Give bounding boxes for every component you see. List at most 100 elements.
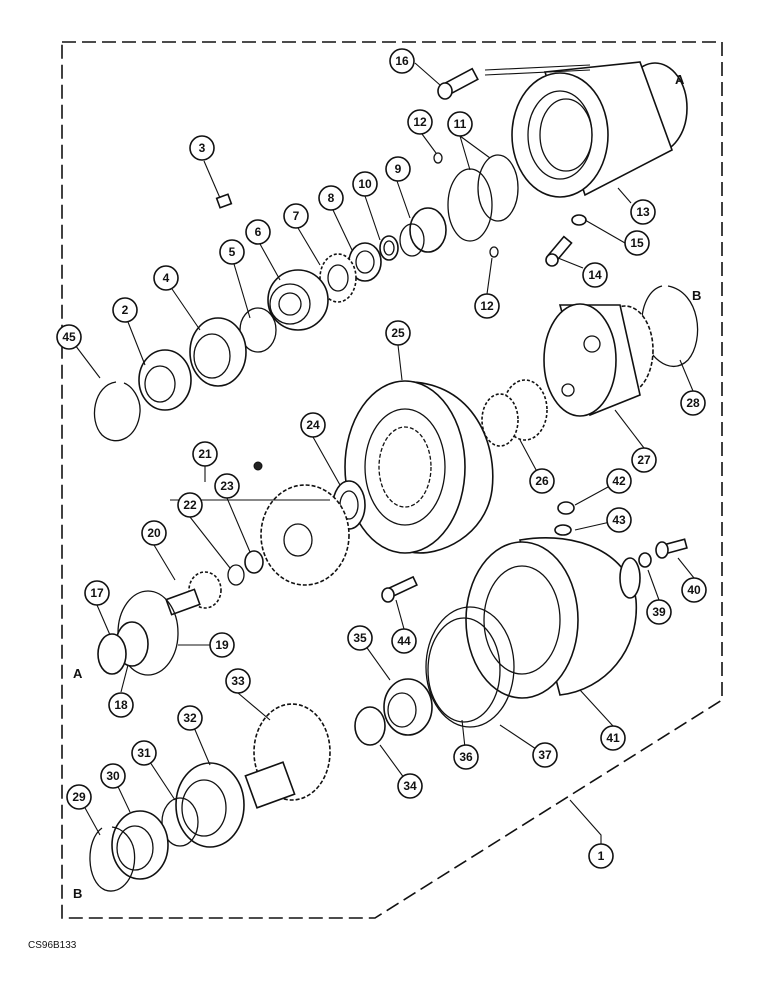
part-29-snap-ring (89, 826, 136, 892)
callout-35: 35 (347, 625, 373, 651)
part-12-ring-bottom (489, 246, 499, 258)
part-13-housing (511, 61, 688, 198)
svg-text:45: 45 (62, 330, 76, 344)
callout-36: 36 (453, 744, 479, 770)
callout-3: 3 (189, 135, 215, 161)
callout-29: 29 (66, 784, 92, 810)
callout-8: 8 (318, 185, 344, 211)
svg-text:42: 42 (612, 474, 626, 488)
part-21-carrier-assembly (253, 461, 350, 586)
part-42-plug (557, 501, 575, 515)
part-44-bolt (381, 575, 418, 603)
svg-text:18: 18 (114, 698, 128, 712)
callout-11: 11 (447, 111, 473, 137)
callout-9: 9 (385, 156, 411, 182)
part-40-bolt (655, 538, 688, 559)
svg-text:44: 44 (397, 634, 411, 648)
callout-37: 37 (532, 742, 558, 768)
callout-27: 27 (631, 447, 657, 473)
callout-24: 24 (300, 412, 326, 438)
svg-text:43: 43 (612, 513, 626, 527)
callout-17: 17 (84, 580, 110, 606)
svg-text:28: 28 (686, 396, 700, 410)
svg-text:22: 22 (183, 498, 197, 512)
letter-b-left: B (73, 886, 82, 901)
part-26-gear (481, 379, 548, 447)
part-37-seal (425, 606, 515, 728)
callout-2: 2 (112, 297, 138, 323)
svg-text:14: 14 (588, 268, 602, 282)
callout-18: 18 (108, 692, 134, 718)
svg-text:12: 12 (413, 115, 427, 129)
svg-text:7: 7 (293, 209, 300, 223)
callout-12-top: 12 (407, 109, 433, 135)
svg-text:20: 20 (147, 526, 161, 540)
part-34-ring (354, 706, 386, 746)
part-11-o-rings (447, 154, 519, 242)
callout-19: 19 (209, 632, 235, 658)
callout-33: 33 (225, 668, 251, 694)
part-35-bearing (383, 678, 433, 736)
part-27-carrier (543, 303, 654, 417)
part-10-ring (379, 235, 399, 261)
svg-text:34: 34 (403, 779, 417, 793)
part-14-screw (545, 235, 573, 267)
callout-32: 32 (177, 705, 203, 731)
svg-text:31: 31 (137, 746, 151, 760)
callout-31: 31 (131, 740, 157, 766)
callout-21: 21 (192, 441, 218, 467)
callout-42: 42 (606, 468, 632, 494)
svg-text:24: 24 (306, 418, 320, 432)
reference-code: CS96B133 (28, 940, 77, 951)
svg-text:9: 9 (395, 162, 402, 176)
part-36-seal (427, 617, 501, 723)
svg-text:36: 36 (459, 750, 473, 764)
callout-44: 44 (391, 628, 417, 654)
svg-text:30: 30 (106, 769, 120, 783)
callout-22: 22 (177, 492, 203, 518)
callout-20: 20 (141, 520, 167, 546)
svg-text:37: 37 (538, 748, 552, 762)
part-31-ring (161, 797, 199, 847)
svg-text:12: 12 (480, 299, 494, 313)
callout-16: 16 (389, 48, 415, 74)
callout-40: 40 (681, 577, 707, 603)
callout-25: 25 (385, 320, 411, 346)
svg-text:1: 1 (598, 849, 605, 863)
callout-43: 43 (606, 507, 632, 533)
callout-10: 10 (352, 171, 378, 197)
callout-4: 4 (153, 265, 179, 291)
part-43-washer (554, 524, 572, 536)
callout-14: 14 (582, 262, 608, 288)
part-12-ring-top (433, 152, 443, 164)
part-32-bearing (175, 762, 245, 848)
part-25-ring-gear (344, 380, 494, 554)
part-33-gear-shaft (244, 703, 331, 809)
part-4-bearing (189, 317, 247, 387)
part-2-bearing (138, 349, 192, 411)
svg-text:13: 13 (636, 205, 650, 219)
part-15-washer (571, 214, 587, 226)
callout-1: 1 (588, 843, 614, 869)
svg-text:41: 41 (606, 731, 620, 745)
callout-5: 5 (219, 239, 245, 265)
svg-text:2: 2 (122, 303, 129, 317)
part-28-snap-ring (641, 285, 699, 367)
svg-text:33: 33 (231, 674, 245, 688)
part-20-pinion (165, 571, 222, 616)
part-17-ring (97, 633, 127, 675)
callout-7: 7 (283, 203, 309, 229)
callout-13: 13 (630, 199, 656, 225)
callout-12-bottom: 12 (474, 293, 500, 319)
callout-41: 41 (600, 725, 626, 751)
svg-text:26: 26 (535, 474, 549, 488)
part-41-hub (465, 537, 641, 699)
callout-39: 39 (646, 599, 672, 625)
callout-34: 34 (397, 773, 423, 799)
callout-28: 28 (680, 390, 706, 416)
svg-text:35: 35 (353, 631, 367, 645)
svg-text:16: 16 (395, 54, 409, 68)
svg-text:25: 25 (391, 326, 405, 340)
svg-text:11: 11 (454, 117, 467, 131)
